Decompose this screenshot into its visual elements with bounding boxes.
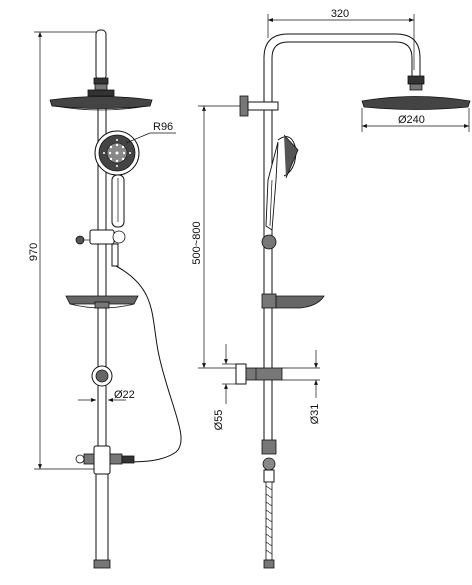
pipe-outer-diameter-dimension: Ø31: [282, 350, 321, 424]
total-height-dimension: 970: [28, 31, 100, 470]
total-height-label: 970: [28, 243, 40, 261]
side-soap-dish: [261, 293, 325, 309]
hand-shower-radius-callout: R96: [125, 121, 176, 144]
bracket-diameter-label: Ø55: [213, 410, 225, 431]
front-view: 970: [28, 29, 182, 569]
front-upper-pipe: [93, 29, 109, 91]
adjustable-range-dimension: 500~800: [191, 105, 240, 369]
front-overhead-shower-head: [49, 89, 153, 111]
pipe-diameter-dimension: Ø22: [78, 389, 135, 402]
front-diverter-valve: [75, 445, 135, 569]
arm-reach-dimension: 320: [267, 8, 415, 70]
side-curved-arm: [263, 33, 425, 100]
front-hose: [115, 265, 182, 463]
arm-reach-label: 320: [331, 8, 349, 20]
side-lower-bracket: [235, 363, 283, 385]
side-hand-shower: [261, 134, 299, 250]
side-diverter-valve: [261, 439, 277, 483]
head-diameter-dimension: Ø240: [361, 108, 470, 132]
side-overhead-shower-head: [361, 96, 471, 110]
pipe-outer-diameter-label: Ø31: [309, 404, 321, 425]
side-view: 320 Ø240: [191, 8, 471, 569]
front-slider-holder: [75, 229, 126, 267]
pipe-diameter-label: Ø22: [114, 389, 135, 401]
head-diameter-label: Ø240: [398, 114, 425, 126]
front-hand-shower: [94, 130, 140, 228]
adjustable-range-label: 500~800: [191, 221, 203, 264]
front-soap-dish: [65, 295, 139, 309]
front-wall-bracket: [91, 365, 113, 387]
hand-shower-radius-label: R96: [153, 121, 173, 133]
side-main-pipe: [263, 100, 273, 440]
side-braided-hose: [263, 481, 275, 569]
bracket-diameter-dimension: Ø55: [213, 344, 236, 430]
